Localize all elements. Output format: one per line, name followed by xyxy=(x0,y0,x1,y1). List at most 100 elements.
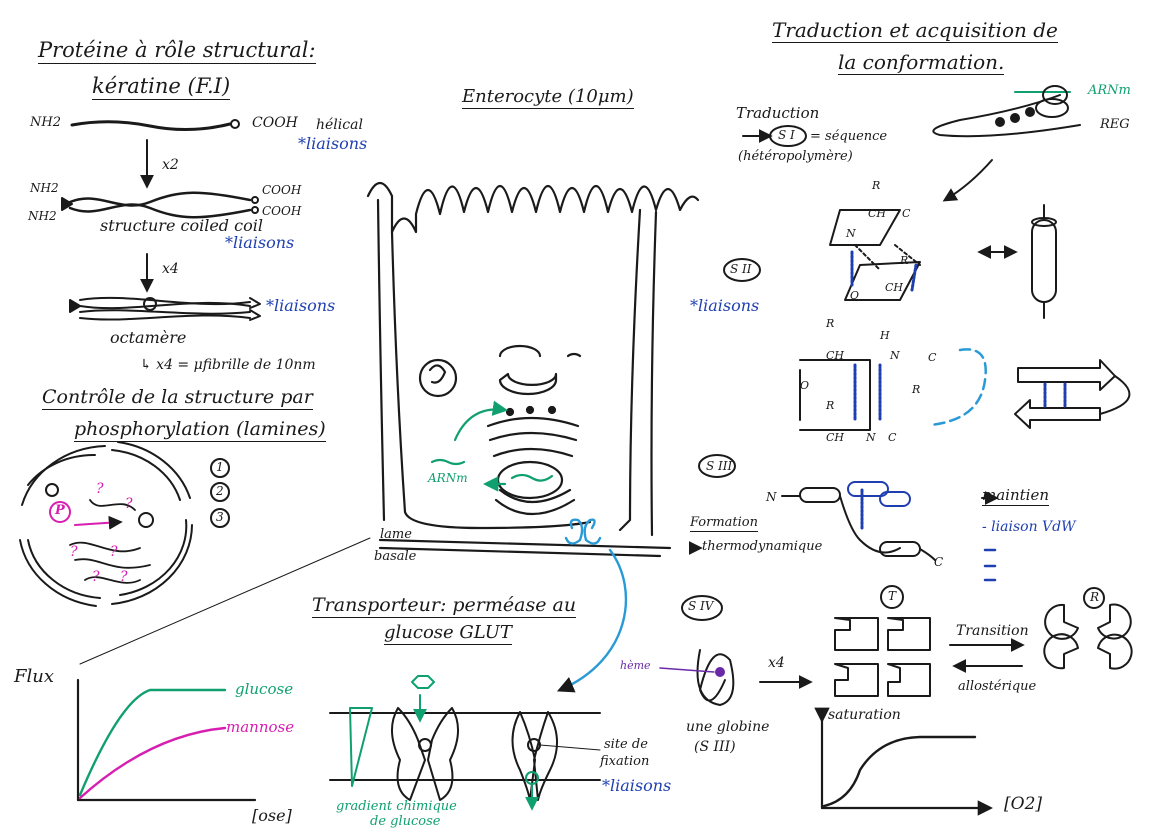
sheet-C-1: C xyxy=(928,351,937,364)
helix-R-1: R xyxy=(872,179,881,192)
basale-label: basale xyxy=(374,549,417,564)
x4-label-right: x4 xyxy=(768,655,785,671)
beta-sheet-diagram xyxy=(799,348,1131,431)
transporter-title: Transporteur: perméase au xyxy=(312,594,577,618)
enterocyte-title: Enterocyte (10μm) xyxy=(462,86,634,109)
nh2-label: NH2 xyxy=(30,115,61,130)
gradient-label-1: gradient chimique xyxy=(336,799,457,814)
step-1: 1 xyxy=(216,460,224,474)
octamer xyxy=(69,296,261,321)
x2-label: x2 xyxy=(162,157,179,173)
liaisons-note-1: *liaisons xyxy=(298,134,368,153)
glut-icon xyxy=(556,518,628,693)
q-mark-3: ? xyxy=(70,544,78,560)
helix-N-1: N xyxy=(846,227,856,240)
nh2-label-3: NH2 xyxy=(28,209,57,223)
lame-label: lame xyxy=(380,527,412,542)
conformation-title: la conformation. xyxy=(838,50,1005,75)
saturation-curve xyxy=(822,735,977,808)
thermo-label: thermodynamique xyxy=(702,539,823,554)
transition-label: Transition xyxy=(956,623,1029,639)
site-label-2: fixation xyxy=(600,754,650,769)
heme-label: hème xyxy=(620,659,651,672)
sheet-N-1: N xyxy=(890,349,900,362)
controle-title: Contrôle de la structure par xyxy=(42,386,313,410)
step-2: 2 xyxy=(216,484,224,498)
mannose-label: mannose xyxy=(226,718,295,736)
step-3: 3 xyxy=(216,510,224,524)
helical-label: hélical xyxy=(316,117,363,133)
allosterique-label: allostérique xyxy=(958,679,1037,694)
microfibrille-label: ↳ x4 = μfibrille de 10nm xyxy=(140,357,316,373)
glucose-label: glucose xyxy=(235,680,294,698)
sequence-label: = séquence xyxy=(810,129,888,144)
site-label-1: site de xyxy=(604,737,648,752)
keratin-monomer xyxy=(70,119,240,132)
saturation-label: saturation xyxy=(828,707,901,723)
liaisons-note-5: *liaisons xyxy=(690,296,760,315)
s1-circle xyxy=(769,125,807,147)
T-state-tetramer xyxy=(834,585,931,697)
alpha-helix-diagram xyxy=(829,204,1057,319)
maintien-label: maintien xyxy=(982,486,1049,506)
q-mark-4: ? xyxy=(110,544,118,560)
glut-transporter xyxy=(329,675,601,811)
s3-label: S III xyxy=(706,459,733,473)
cooh-label-3: COOH xyxy=(262,204,302,218)
liaisons-note-4: *liaisons xyxy=(602,776,672,795)
enterocyte-cell xyxy=(366,181,700,558)
sheet-R-1: R xyxy=(826,317,835,330)
helix-O-1: O xyxy=(850,289,860,302)
liaisons-note-2: *liaisons xyxy=(225,233,295,252)
s2-circle xyxy=(723,258,761,282)
keratin-title: kératine (F.I) xyxy=(92,74,231,100)
q-mark-5: ? xyxy=(92,569,100,585)
phosphate-label: P xyxy=(55,503,65,518)
helix-R-2: R xyxy=(900,254,909,267)
helix-CH-2: CH xyxy=(885,281,904,294)
flux-ylabel: Flux xyxy=(14,666,54,687)
arnm-label: ARNm xyxy=(428,471,468,485)
T-label: T xyxy=(888,589,897,603)
vdw-label: - liaison VdW xyxy=(982,519,1076,535)
q-mark-1: ? xyxy=(96,481,104,497)
cooh-label-2: COOH xyxy=(262,183,302,197)
o2-label: [O2] xyxy=(1004,794,1043,814)
R-state-tetramer xyxy=(1043,587,1133,670)
step-circles xyxy=(210,458,230,528)
R-label: R xyxy=(1090,590,1100,604)
glut-title: glucose GLUT xyxy=(384,622,512,645)
flux-graph xyxy=(76,678,257,802)
mannose-curve xyxy=(78,726,227,800)
s4-label: S IV xyxy=(688,599,714,613)
gradient-label-2: de glucose xyxy=(370,814,441,829)
octamere-label: octamère xyxy=(110,328,187,347)
traduction-title: Traduction et acquisition de xyxy=(772,18,1058,43)
sheet-C-2: C xyxy=(888,431,897,444)
glucose-curve xyxy=(78,688,227,797)
sheet-R-3: R xyxy=(826,399,835,412)
zoom-line xyxy=(79,537,371,665)
s1-label: S I xyxy=(778,128,795,142)
n-terminus-label: N xyxy=(766,490,777,504)
s4-circle xyxy=(681,595,723,621)
c-terminus-label: C xyxy=(934,555,944,569)
x4-label: x4 xyxy=(162,261,179,277)
lamina-diagram xyxy=(19,441,193,607)
heteropolymere-label: (hétéropolymère) xyxy=(738,149,853,164)
sheet-CH-2: CH xyxy=(826,431,845,444)
s3-circle xyxy=(698,454,736,478)
s2-label: S II xyxy=(730,262,752,276)
sheet-O-1: O xyxy=(800,379,810,392)
phospho-title: phosphorylation (lamines) xyxy=(74,418,326,442)
sheet-R-2: R xyxy=(912,383,921,396)
coiled-coil-dimer xyxy=(61,191,259,219)
coiled-coil-label: structure coiled coil xyxy=(100,216,263,235)
helix-CH-1: CH xyxy=(868,207,887,220)
q-mark-6: ? xyxy=(120,569,128,585)
helix-C-1: C xyxy=(902,207,911,220)
cooh-label: COOH xyxy=(252,115,298,131)
liaisons-note-3: *liaisons xyxy=(266,296,336,315)
